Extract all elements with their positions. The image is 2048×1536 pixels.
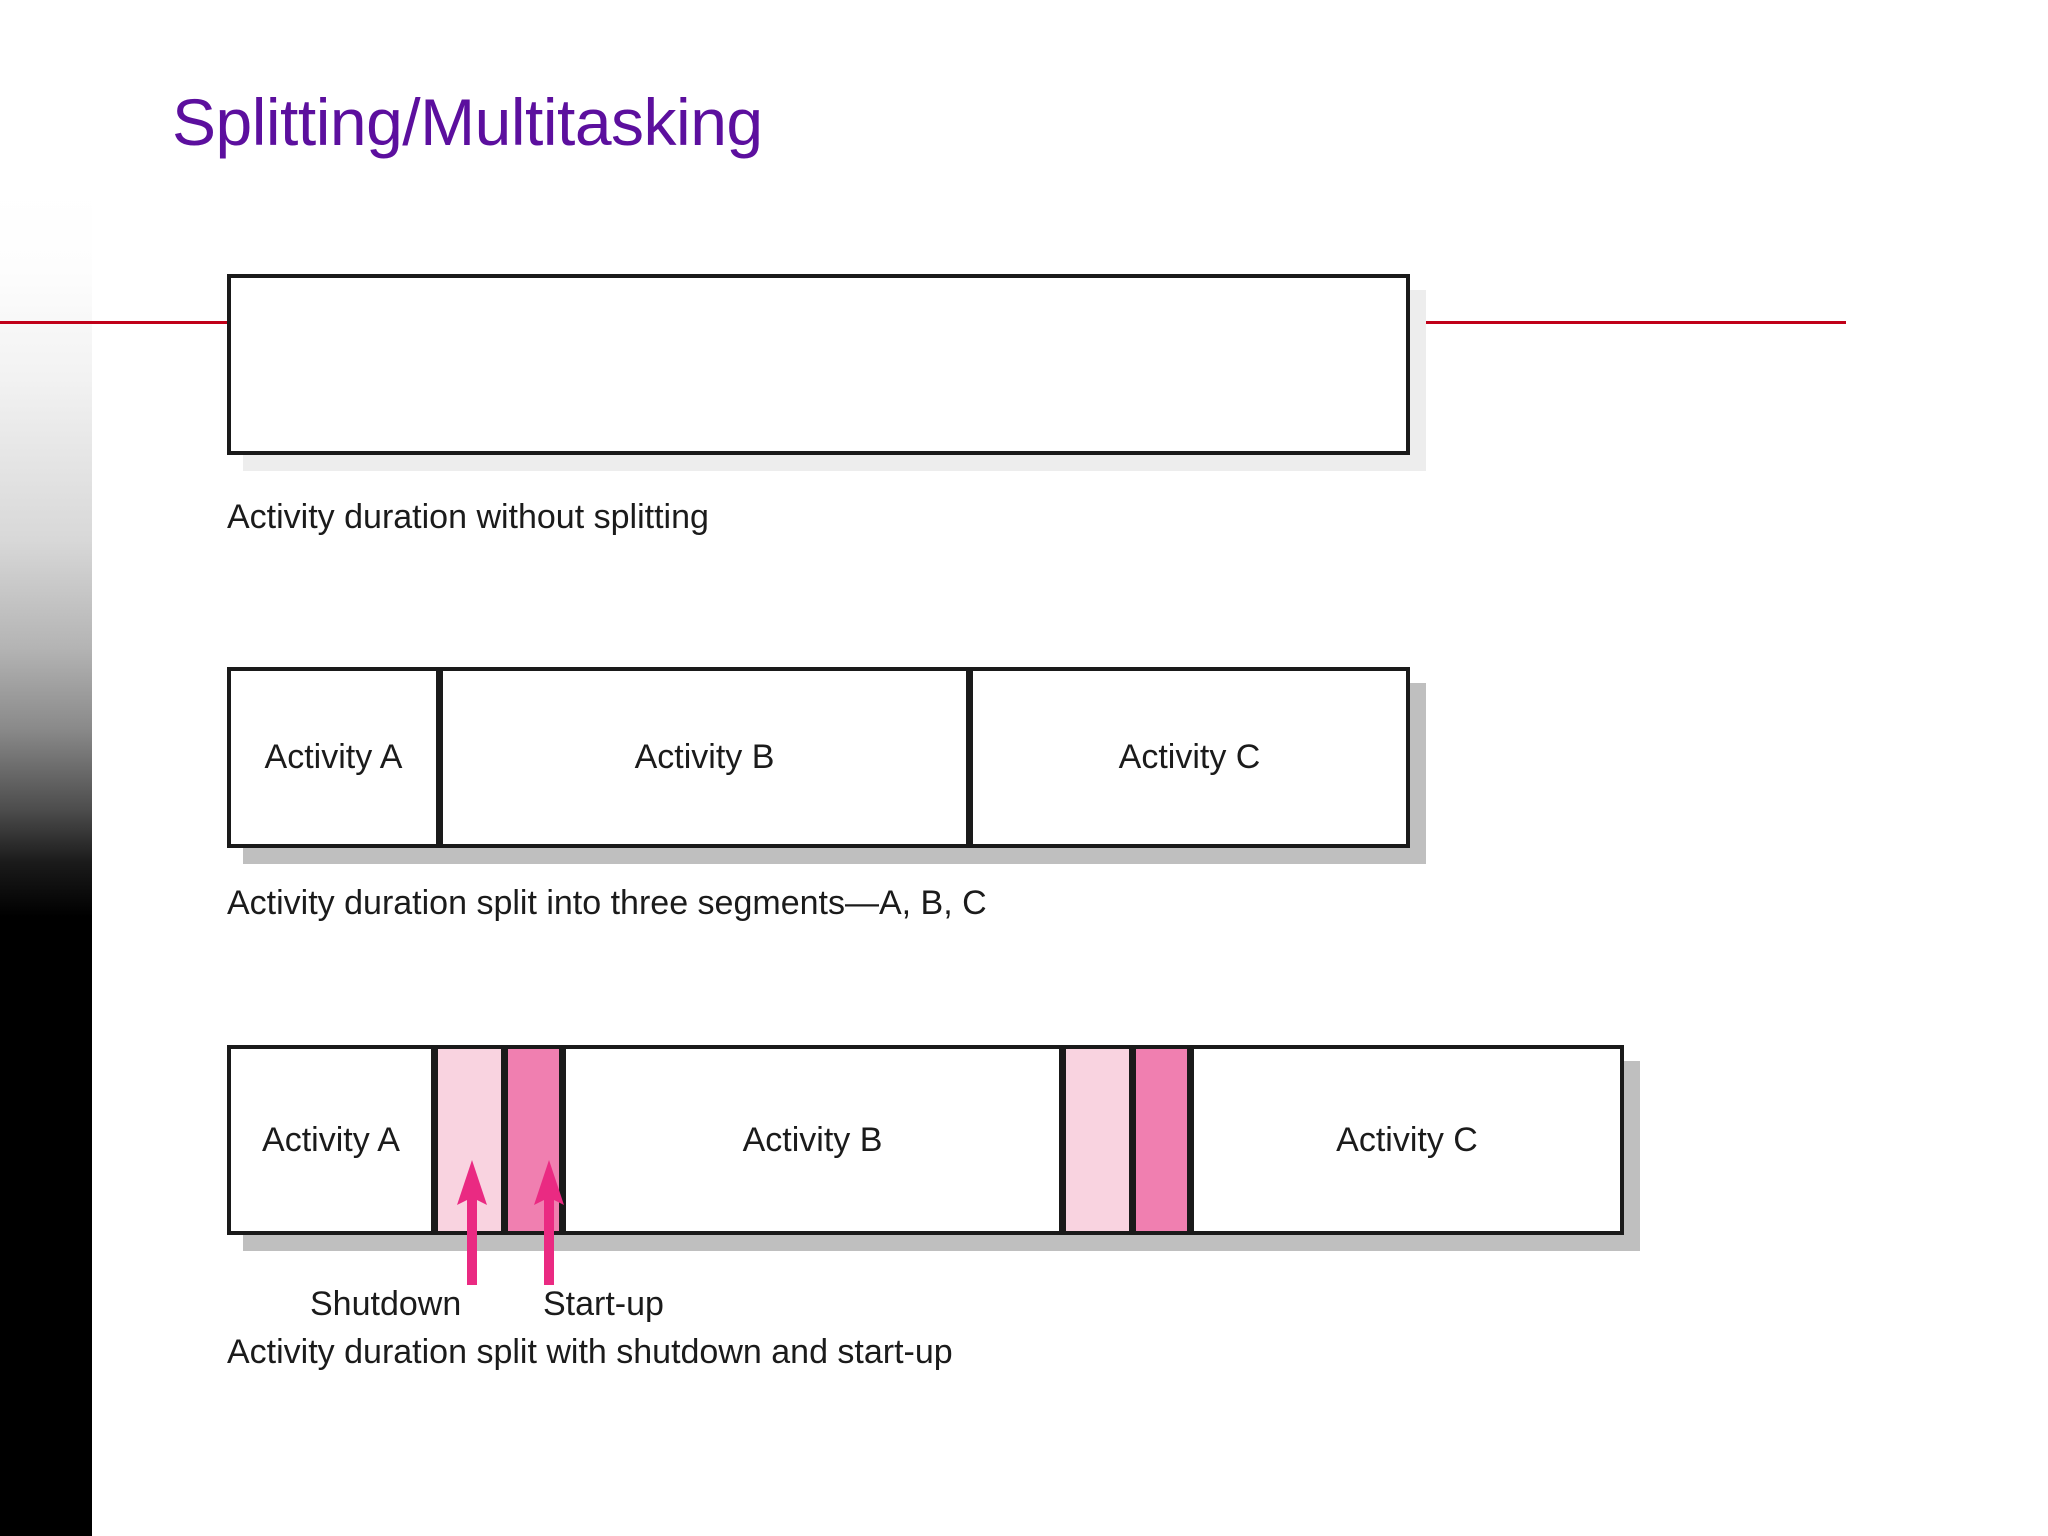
segment-label: Activity C bbox=[1336, 1120, 1478, 1159]
segment-label: Activity C bbox=[1118, 738, 1261, 776]
segment-activity-b: Activity B bbox=[559, 1049, 1059, 1231]
startup-arrow-icon bbox=[534, 1160, 564, 1285]
callout-startup: Start-up bbox=[543, 1285, 664, 1323]
segment-startup-2 bbox=[1129, 1049, 1187, 1231]
segment-unsplit bbox=[231, 278, 1406, 451]
callout-shutdown: Shutdown bbox=[310, 1285, 462, 1323]
segment-label: Activity A bbox=[264, 738, 403, 776]
segment-activity-a: Activity A bbox=[231, 671, 436, 844]
caption-unsplit: Activity duration without splitting bbox=[227, 498, 709, 536]
caption-split-shutdown: Activity duration split with shutdown an… bbox=[227, 1333, 953, 1371]
page-title: Splitting/Multitasking bbox=[172, 85, 763, 159]
segment-label: Activity B bbox=[742, 1120, 883, 1159]
bar-split-three[interactable]: Activity A Activity B Activity C bbox=[227, 667, 1410, 848]
left-gradient-band bbox=[0, 190, 92, 1536]
segment-shutdown-2 bbox=[1059, 1049, 1129, 1231]
segment-shutdown-1 bbox=[431, 1049, 501, 1231]
caption-split-three: Activity duration split into three segme… bbox=[227, 884, 987, 922]
segment-label: Activity B bbox=[634, 738, 775, 776]
segment-activity-c: Activity C bbox=[1187, 1049, 1620, 1231]
bar-unsplit[interactable] bbox=[227, 274, 1410, 455]
bar-split-shutdown[interactable]: Activity A Activity B Activity C bbox=[227, 1045, 1624, 1235]
segment-activity-c: Activity C bbox=[966, 671, 1406, 844]
segment-activity-a: Activity A bbox=[231, 1049, 431, 1231]
segment-activity-b: Activity B bbox=[436, 671, 966, 844]
shutdown-arrow-icon bbox=[457, 1160, 487, 1285]
segment-label: Activity A bbox=[262, 1120, 400, 1159]
